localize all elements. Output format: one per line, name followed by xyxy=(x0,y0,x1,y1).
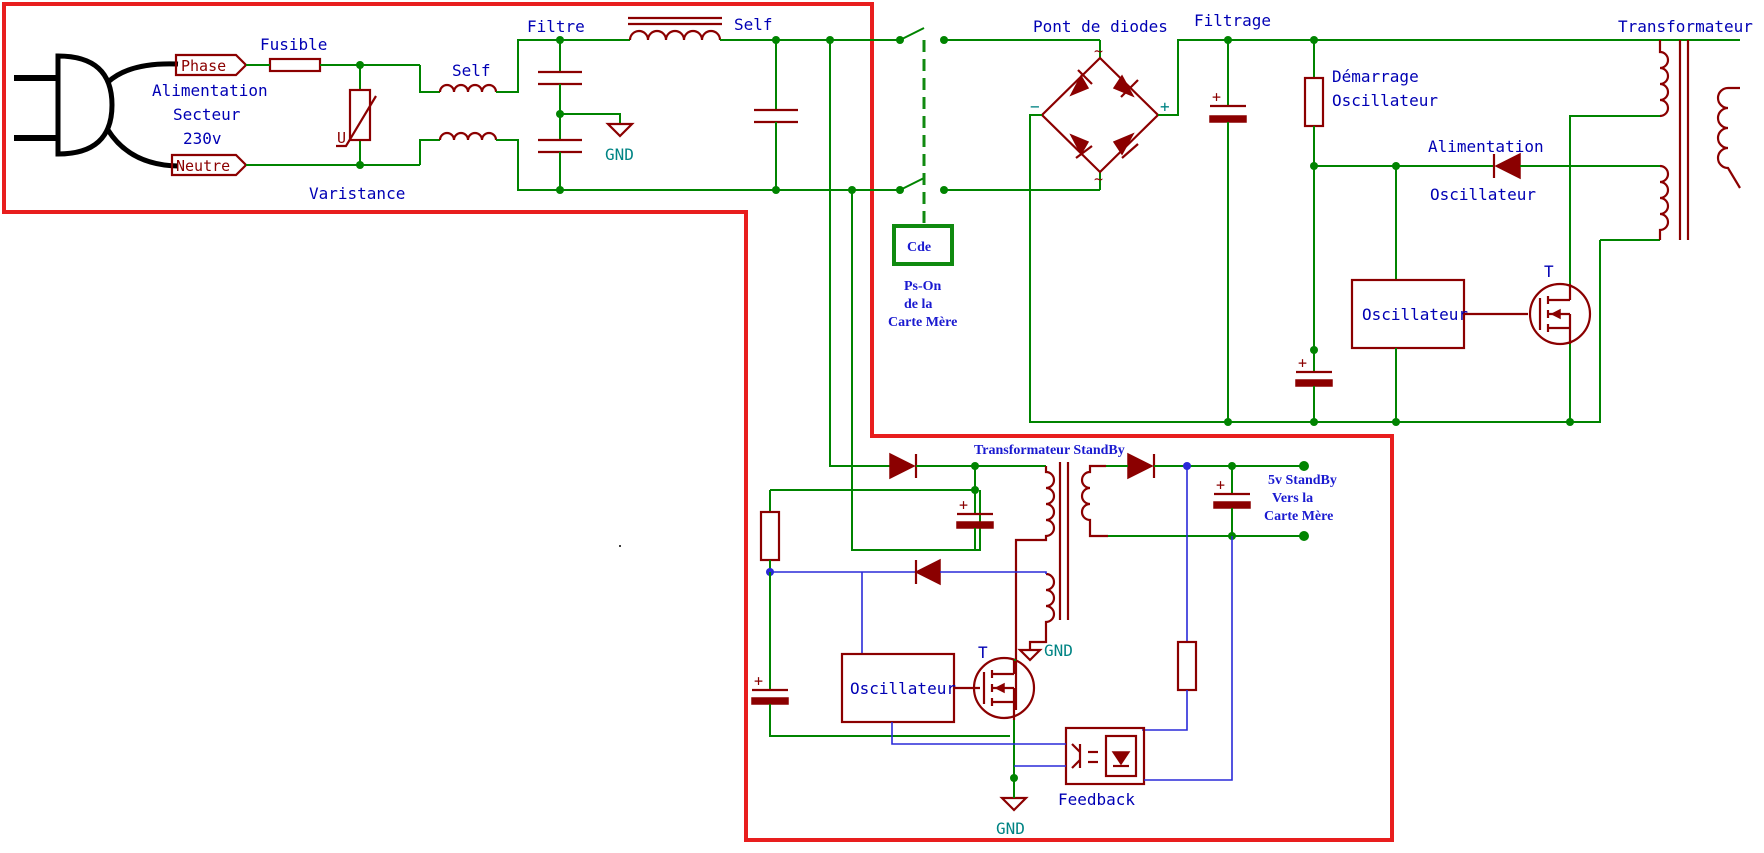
standby-out-line2: Vers la xyxy=(1272,491,1313,506)
aux-standby-diode xyxy=(914,558,941,586)
svg-text:+: + xyxy=(959,496,968,514)
cde-box xyxy=(892,224,954,266)
x-capacitor xyxy=(754,40,798,190)
standby-out-line3: Carte Mère xyxy=(1264,509,1333,524)
gnd-3-label: GND xyxy=(996,819,1025,838)
filter-capacitors xyxy=(538,40,635,190)
standby-input-diode xyxy=(889,452,918,480)
mains-plug-icon xyxy=(14,53,179,169)
bridge-plus: + xyxy=(1160,97,1170,116)
self-1-label: Self xyxy=(452,61,491,80)
svg-text:+: + xyxy=(1216,476,1225,494)
filtrage-label: Filtrage xyxy=(1194,11,1271,30)
fuse-symbol xyxy=(268,57,322,73)
pson-line2: de la xyxy=(904,297,932,312)
standby-transformer-symbol xyxy=(1014,462,1108,710)
pson-line1: Ps-On xyxy=(904,279,942,294)
optocoupler-symbol xyxy=(1064,726,1146,786)
filtre-label: Filtre xyxy=(527,17,585,36)
standby-mosfet-symbol xyxy=(972,656,1036,720)
alim-secteur-line3: 230v xyxy=(183,129,222,148)
diode-bridge-symbol xyxy=(944,39,1160,191)
standby-output-diode xyxy=(1127,452,1156,480)
alim-osc-line2: Oscillateur xyxy=(1430,185,1536,204)
main-mosfet-symbol xyxy=(1528,282,1592,346)
phase-terminal: Phase xyxy=(174,53,248,77)
primary-standby-zone-outline xyxy=(2,2,1394,842)
standby-out-line1: 5v StandBy xyxy=(1268,473,1337,488)
neutre-terminal: Neutre xyxy=(170,153,248,177)
aux-diode xyxy=(1492,152,1521,180)
demarrage-line2: Oscillateur xyxy=(1332,91,1438,110)
startup-resistor xyxy=(1303,40,1325,166)
ps-on-switch xyxy=(896,27,948,224)
transfo-standby-label: Transformateur StandBy xyxy=(974,443,1125,458)
self-2-label: Self xyxy=(734,15,773,34)
gnd-2-label: GND xyxy=(1044,641,1073,660)
alim-osc-line1: Alimentation xyxy=(1428,137,1544,156)
bridge-ac-top: ~ xyxy=(1094,42,1103,60)
choke-1-symbol xyxy=(419,39,560,191)
svg-text:+: + xyxy=(1212,88,1221,106)
feedback-resistor xyxy=(1176,640,1198,692)
pont-label: Pont de diodes xyxy=(1033,17,1168,36)
start-capacitor: + xyxy=(1295,354,1333,422)
standby-oscillator-label: Oscillateur xyxy=(850,679,956,698)
fusible-label: Fusible xyxy=(260,35,327,54)
demarrage-line1: Démarrage xyxy=(1332,67,1419,86)
alim-secteur-line2: Secteur xyxy=(173,105,241,124)
cde-label: Cde xyxy=(907,240,931,255)
bulk-capacitor: + xyxy=(1209,40,1247,422)
main-transformer-symbol xyxy=(1658,40,1741,240)
main-mosfet-t-label: T xyxy=(1544,262,1554,281)
svg-text:+: + xyxy=(754,672,763,690)
standby-start-resistor xyxy=(759,490,781,572)
standby-mosfet-t-label: T xyxy=(978,643,988,662)
varistor-symbol xyxy=(336,65,377,165)
varistor-u-label: U xyxy=(337,129,346,147)
feedback-label: Feedback xyxy=(1058,790,1135,809)
bridge-ac-bottom: ~ xyxy=(1094,170,1103,188)
neutre-label: Neutre xyxy=(176,157,230,175)
phase-label: Phase xyxy=(181,57,226,75)
standby-output-capacitor: + xyxy=(1213,466,1251,536)
standby-vcc-capacitor: + xyxy=(956,490,994,550)
transformateur-label: Transformateur xyxy=(1618,17,1753,36)
bridge-minus: − xyxy=(1030,97,1040,116)
choke-2-symbol xyxy=(560,16,900,41)
main-oscillator-label: Oscillateur xyxy=(1362,305,1468,324)
gnd-1-label: GND xyxy=(605,145,634,164)
alim-secteur-line1: Alimentation xyxy=(152,81,268,100)
svg-text:+: + xyxy=(1298,354,1307,372)
pson-line3: Carte Mère xyxy=(888,315,957,330)
varistance-label: Varistance xyxy=(309,184,405,203)
standby-left-capacitor: + xyxy=(751,672,789,705)
